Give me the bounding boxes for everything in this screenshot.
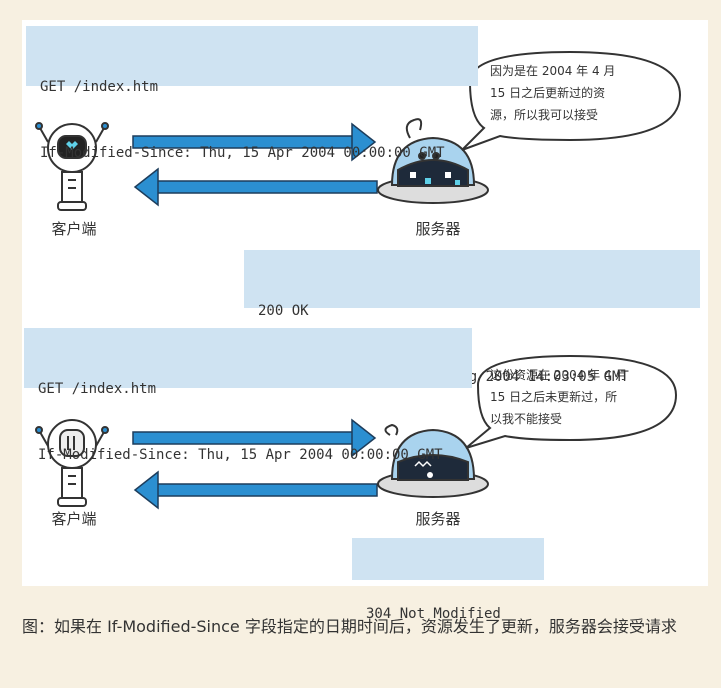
- if-modified-since-line-1: If-Modified-Since: Thu, 15 Apr 2004 00:0…: [40, 142, 464, 164]
- if-modified-since-line-2: If-Modified-Since: Thu, 15 Apr 2004 00:0…: [38, 444, 458, 466]
- figure-caption: 图：如果在 If-Modified-Since 字段指定的日期时间后，资源发生了…: [22, 612, 702, 642]
- request-header-box-2: GET /index.htm If-Modified-Since: Thu, 1…: [24, 328, 472, 388]
- bubble-1-line-2: 15 日之后更新过的资: [490, 82, 670, 104]
- status-line-1: 200 OK: [258, 300, 686, 322]
- bubble-2-line-2: 15 日之后未更新过，所: [490, 386, 670, 408]
- bubble-text-1: 因为是在 2004 年 4 月 15 日之后更新过的资 源，所以我可以接受: [490, 60, 670, 126]
- response-header-box-2: 304 Not Modified: [352, 538, 544, 580]
- request-header-box-1: GET /index.htm If-Modified-Since: Thu, 1…: [26, 26, 478, 86]
- server-label-2: 服务器: [398, 508, 478, 529]
- client-label-1: 客户端: [34, 218, 114, 239]
- server-label-1: 服务器: [398, 218, 478, 239]
- bubble-1-line-1: 因为是在 2004 年 4 月: [490, 60, 670, 82]
- bubble-2-line-1: 这份资源在 2004 年 4 月: [490, 364, 670, 386]
- response-header-box-1: 200 OK Last-Modified: Sun, 29 Aug 2004 1…: [244, 250, 700, 308]
- client-label-2: 客户端: [34, 508, 114, 529]
- request-line-1: GET /index.htm: [40, 76, 464, 98]
- request-line-2: GET /index.htm: [38, 378, 458, 400]
- bubble-1-line-3: 源，所以我可以接受: [490, 104, 670, 126]
- bubble-text-2: 这份资源在 2004 年 4 月 15 日之后未更新过，所 以我不能接受: [490, 364, 670, 430]
- bubble-2-line-3: 以我不能接受: [490, 408, 670, 430]
